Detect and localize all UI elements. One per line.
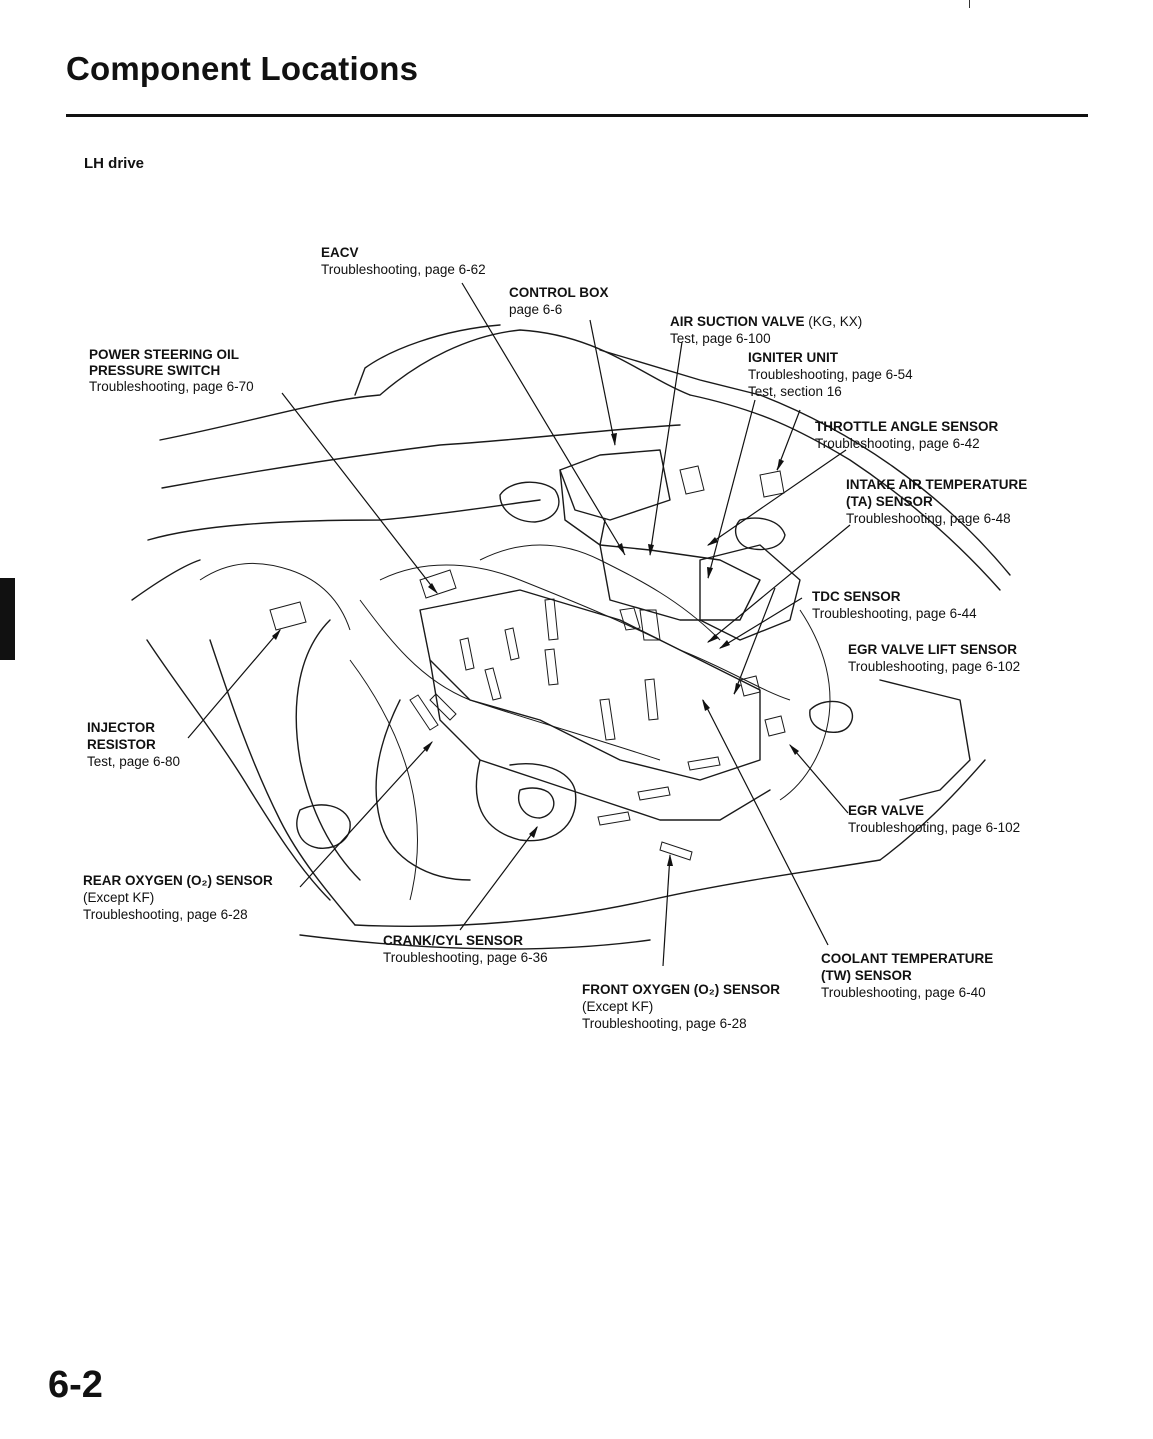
callout-crank-cyl-sensor: CRANK/CYL SENSOR Troubleshooting, page 6… <box>383 932 548 966</box>
callout-injector-resistor-name2: RESISTOR <box>87 737 156 752</box>
callout-front-oxygen-sensor-note: (Except KF) <box>582 999 654 1014</box>
callout-intake-air-temp-sensor-ref: Troubleshooting, page 6-48 <box>846 511 1011 526</box>
callout-tdc-sensor-name: TDC SENSOR <box>812 589 901 604</box>
callout-coolant-temp-sensor-name: COOLANT TEMPERATURE <box>821 951 994 966</box>
page-number: 6-2 <box>48 1364 103 1406</box>
callout-injector-resistor-ref: Test, page 6-80 <box>87 754 181 769</box>
callout-control-box-name: CONTROL BOX <box>509 285 609 300</box>
callout-egr-valve-lift-sensor: EGR VALVE LIFT SENSOR Troubleshooting, p… <box>848 641 1020 675</box>
callout-eacv-name: EACV <box>321 245 359 260</box>
callout-throttle-angle-sensor-name: THROTTLE ANGLE SENSOR <box>815 419 999 434</box>
callout-air-suction-valve-qualifier: (KG, KX) <box>808 314 863 329</box>
callout-igniter-unit: IGNITER UNIT Troubleshooting, page 6-54 … <box>748 349 913 400</box>
engine-block <box>295 449 971 881</box>
callout-air-suction-valve: AIR SUCTION VALVE (KG, KX) Test, page 6-… <box>670 313 862 347</box>
callout-front-oxygen-sensor-ref: Troubleshooting, page 6-28 <box>582 1016 747 1031</box>
callout-control-box-ref: page 6-6 <box>509 302 563 317</box>
callout-coolant-temp-sensor-ref: Troubleshooting, page 6-40 <box>821 985 986 1000</box>
callout-egr-valve-name: EGR VALVE <box>848 803 925 818</box>
callout-intake-air-temp-sensor-name: INTAKE AIR TEMPERATURE <box>846 477 1028 492</box>
callout-igniter-unit-test: Test, section 16 <box>748 384 842 399</box>
callout-crank-cyl-sensor-name: CRANK/CYL SENSOR <box>383 933 524 948</box>
vehicle-body-outline <box>131 324 1011 950</box>
callout-rear-oxygen-sensor-ref: Troubleshooting, page 6-28 <box>83 907 248 922</box>
callout-injector-resistor-name: INJECTOR <box>87 720 156 735</box>
callout-crank-cyl-sensor-ref: Troubleshooting, page 6-36 <box>383 950 548 965</box>
callout-igniter-unit-name: IGNITER UNIT <box>748 350 838 365</box>
callout-injector-resistor: INJECTOR RESISTOR Test, page 6-80 <box>87 719 180 770</box>
title-rule <box>66 114 1088 117</box>
callout-air-suction-valve-name: AIR SUCTION VALVE <box>670 314 805 329</box>
leader-lines <box>187 282 851 967</box>
page-subtitle: LH drive <box>84 155 145 172</box>
callout-egr-valve: EGR VALVE Troubleshooting, page 6-102 <box>848 802 1020 836</box>
callout-igniter-unit-ref: Troubleshooting, page 6-54 <box>748 367 913 382</box>
callout-coolant-temp-sensor-name2: (TW) SENSOR <box>821 968 912 983</box>
callout-eacv: EACV Troubleshooting, page 6-62 <box>321 244 486 278</box>
callout-power-steering-switch-name2: PRESSURE SWITCH <box>89 363 221 378</box>
injectors-and-plugs <box>269 465 786 861</box>
hoses-and-wiring <box>199 544 831 901</box>
callout-rear-oxygen-sensor: REAR OXYGEN (O₂) SENSOR (Except KF) Trou… <box>83 872 273 923</box>
callout-eacv-ref: Troubleshooting, page 6-62 <box>321 262 486 277</box>
callout-coolant-temp-sensor: COOLANT TEMPERATURE (TW) SENSOR Troubles… <box>821 950 993 1001</box>
callout-front-oxygen-sensor: FRONT OXYGEN (O₂) SENSOR (Except KF) Tro… <box>582 981 780 1032</box>
callout-rear-oxygen-sensor-name: REAR OXYGEN (O₂) SENSOR <box>83 873 273 888</box>
callout-egr-valve-lift-sensor-ref: Troubleshooting, page 6-102 <box>848 659 1021 674</box>
callout-throttle-angle-sensor-ref: Troubleshooting, page 6-42 <box>815 436 980 451</box>
section-tab-marker <box>0 578 15 660</box>
callout-air-suction-valve-ref: Test, page 6-100 <box>670 331 771 346</box>
callout-power-steering-switch: POWER STEERING OIL PRESSURE SWITCH Troub… <box>89 347 254 395</box>
callout-egr-valve-ref: Troubleshooting, page 6-102 <box>848 820 1021 835</box>
callout-tdc-sensor-ref: Troubleshooting, page 6-44 <box>812 606 977 621</box>
callout-intake-air-temp-sensor: INTAKE AIR TEMPERATURE (TA) SENSOR Troub… <box>846 476 1027 527</box>
callout-throttle-angle-sensor: THROTTLE ANGLE SENSOR Troubleshooting, p… <box>815 418 998 452</box>
callout-power-steering-switch-name: POWER STEERING OIL <box>89 347 240 362</box>
callout-tdc-sensor: TDC SENSOR Troubleshooting, page 6-44 <box>812 588 977 622</box>
callout-power-steering-switch-ref: Troubleshooting, page 6-70 <box>89 379 254 394</box>
callout-control-box: CONTROL BOX page 6-6 <box>509 284 609 318</box>
page-title: Component Locations <box>66 50 419 87</box>
callout-egr-valve-lift-sensor-name: EGR VALVE LIFT SENSOR <box>848 642 1018 657</box>
callout-rear-oxygen-sensor-note: (Except KF) <box>83 890 155 905</box>
corner-tick-mark <box>969 0 970 8</box>
callout-intake-air-temp-sensor-name2: (TA) SENSOR <box>846 494 933 509</box>
callout-front-oxygen-sensor-name: FRONT OXYGEN (O₂) SENSOR <box>582 982 781 997</box>
